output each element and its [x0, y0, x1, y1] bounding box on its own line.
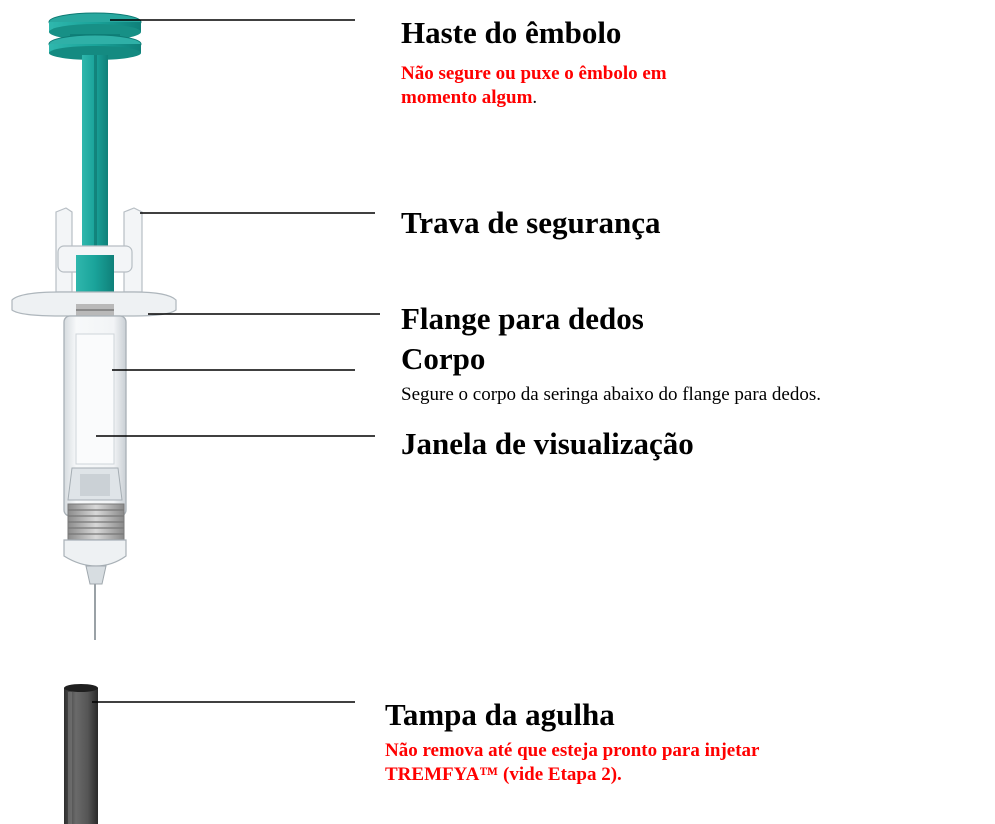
- needle-cap-label: Tampa da agulha: [385, 697, 615, 732]
- viewing-window: [67, 467, 123, 501]
- needle-cap-warning: Não remova até que esteja pronto para in…: [385, 739, 759, 787]
- safety-guard-label: Trava de segurança: [401, 205, 661, 240]
- needle-cap: [64, 684, 98, 824]
- plunger-rod-label: Haste do êmbolo: [401, 15, 622, 50]
- needle-cap-warning-line2: TREMFYA™ (vide Etapa 2).: [385, 764, 622, 785]
- finger-flange-label: Flange para dedos: [401, 301, 644, 336]
- plunger-rod-warning-period: .: [532, 87, 538, 108]
- plunger-rod-warning-line2: momento algum.: [401, 86, 667, 110]
- plunger-rod-warning: Não segure ou puxe o êmbolo em momento a…: [401, 62, 667, 110]
- viewing-window-label: Janela de visualização: [401, 426, 694, 461]
- syringe-body: [63, 315, 127, 517]
- leader-lines: [92, 19, 380, 703]
- body-note: Segure o corpo da seringa abaixo do flan…: [401, 384, 821, 405]
- plunger-rod-warning-line1: Não segure ou puxe o êmbolo em: [401, 63, 667, 84]
- plunger-head: [48, 12, 142, 60]
- needle-cap-warning-line1: Não remova até que esteja pronto para in…: [385, 740, 760, 761]
- plunger-rod-warning-line2-text: momento algum: [401, 87, 533, 108]
- body-label: Corpo: [401, 341, 486, 376]
